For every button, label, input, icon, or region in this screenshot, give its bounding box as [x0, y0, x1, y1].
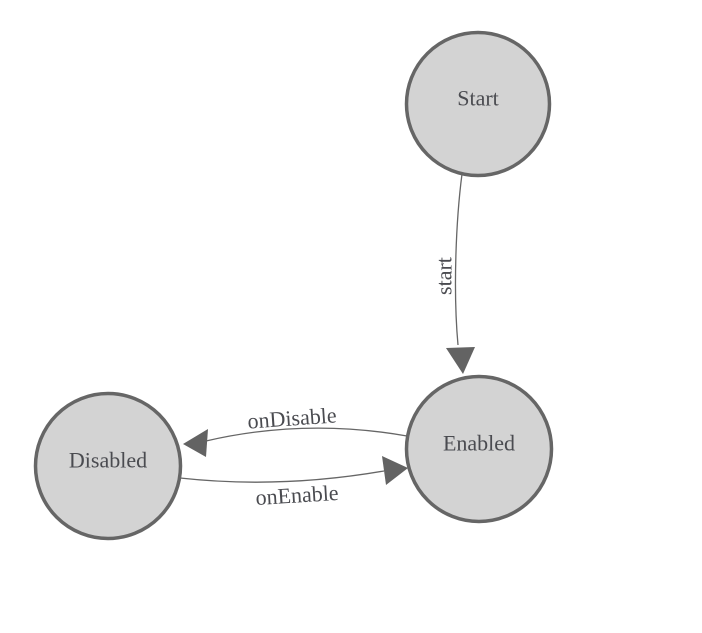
edge-start-to-enabled: start	[432, 173, 475, 374]
node-label-enabled: Enabled	[443, 431, 515, 456]
edge-enabled-to-disabled: onDisable	[183, 402, 408, 457]
node-start: Start	[404, 30, 552, 178]
node-disabled: Disabled	[33, 391, 183, 541]
node-circle-start	[404, 30, 552, 178]
edge-label-start: start	[432, 257, 457, 295]
node-enabled: Enabled	[404, 374, 554, 524]
arrowhead-into-enabled-left	[382, 456, 408, 485]
node-circle-disabled	[33, 391, 183, 541]
arrowhead-into-disabled	[183, 429, 208, 457]
edge-disabled-to-enabled: onEnable	[179, 456, 408, 510]
edge-line-ondisable	[205, 427, 408, 442]
edge-line-start	[454, 173, 463, 346]
node-circle-enabled	[404, 374, 554, 524]
edge-label-ondisable: onDisable	[247, 402, 338, 433]
arrowhead-into-enabled-top	[446, 347, 475, 374]
node-label-disabled: Disabled	[69, 448, 147, 473]
node-label-start: Start	[457, 86, 499, 111]
edge-line-onenable	[179, 470, 385, 483]
edge-label-onenable: onEnable	[255, 480, 339, 510]
